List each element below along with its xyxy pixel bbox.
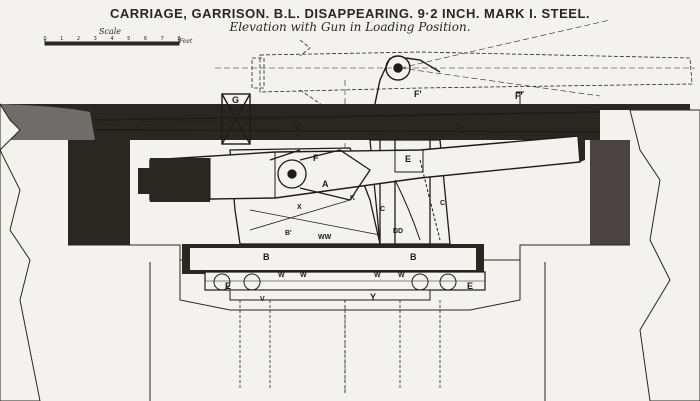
label-C-right: C [458, 125, 465, 135]
label-V: V [260, 296, 265, 303]
label-X: X [297, 204, 302, 211]
right-pit-wall [590, 109, 700, 401]
label-K: K [350, 195, 356, 202]
gallery-frame [221, 93, 251, 145]
racer-base [182, 244, 486, 301]
label-B-prime: B' [285, 230, 292, 237]
scale-tick-7: 7 [160, 36, 164, 42]
scale-tick-1: 1 [60, 36, 64, 42]
label-A: A [322, 179, 329, 189]
scale-bar [44, 39, 180, 46]
label-F-prime-2: F' [515, 91, 523, 101]
scale-tick-2: 2 [76, 36, 81, 42]
label-W4: W [398, 272, 405, 279]
left-pit-wall [0, 103, 130, 401]
label-W1: W [278, 272, 285, 279]
label-C-small: C [380, 206, 386, 213]
label-Y: Y [370, 292, 377, 302]
label-C-left: C [295, 123, 302, 133]
label-F-prime-1: F' [414, 89, 422, 99]
trunnion-arm [269, 149, 371, 201]
label-G: G [232, 95, 240, 105]
gun-barrel [138, 135, 585, 202]
counterweight-cradle [394, 149, 441, 241]
label-B-right: B [410, 252, 417, 262]
label-DD: DD [393, 228, 404, 235]
label-F: F [313, 153, 319, 163]
scale-tick-6: 6 [143, 36, 148, 42]
label-WW: WW [318, 234, 332, 241]
label-B-left: B [263, 252, 270, 262]
label-C-prime: C' [440, 200, 447, 207]
scale-tick-4: 4 [110, 36, 114, 42]
label-E-top: E [405, 154, 412, 164]
label-W3: W [374, 272, 381, 279]
f-prime-markers [516, 91, 524, 104]
scale-unit: Feet [179, 38, 193, 45]
scale-label: Scale [99, 27, 122, 36]
scale-tick-3: 3 [93, 36, 97, 42]
foundation-bolts [239, 300, 441, 395]
scale-tick-5: 5 [127, 36, 131, 42]
label-E-right: E [467, 281, 474, 291]
label-W2: W [300, 272, 307, 279]
top-rail [94, 111, 601, 133]
plate-title: CARRIAGE, GARRISON. B.L. DISAPPEARING. 9… [109, 6, 591, 21]
plate-subtitle: Elevation with Gun in Loading Position. [229, 20, 471, 34]
label-E-left: E [225, 281, 232, 291]
